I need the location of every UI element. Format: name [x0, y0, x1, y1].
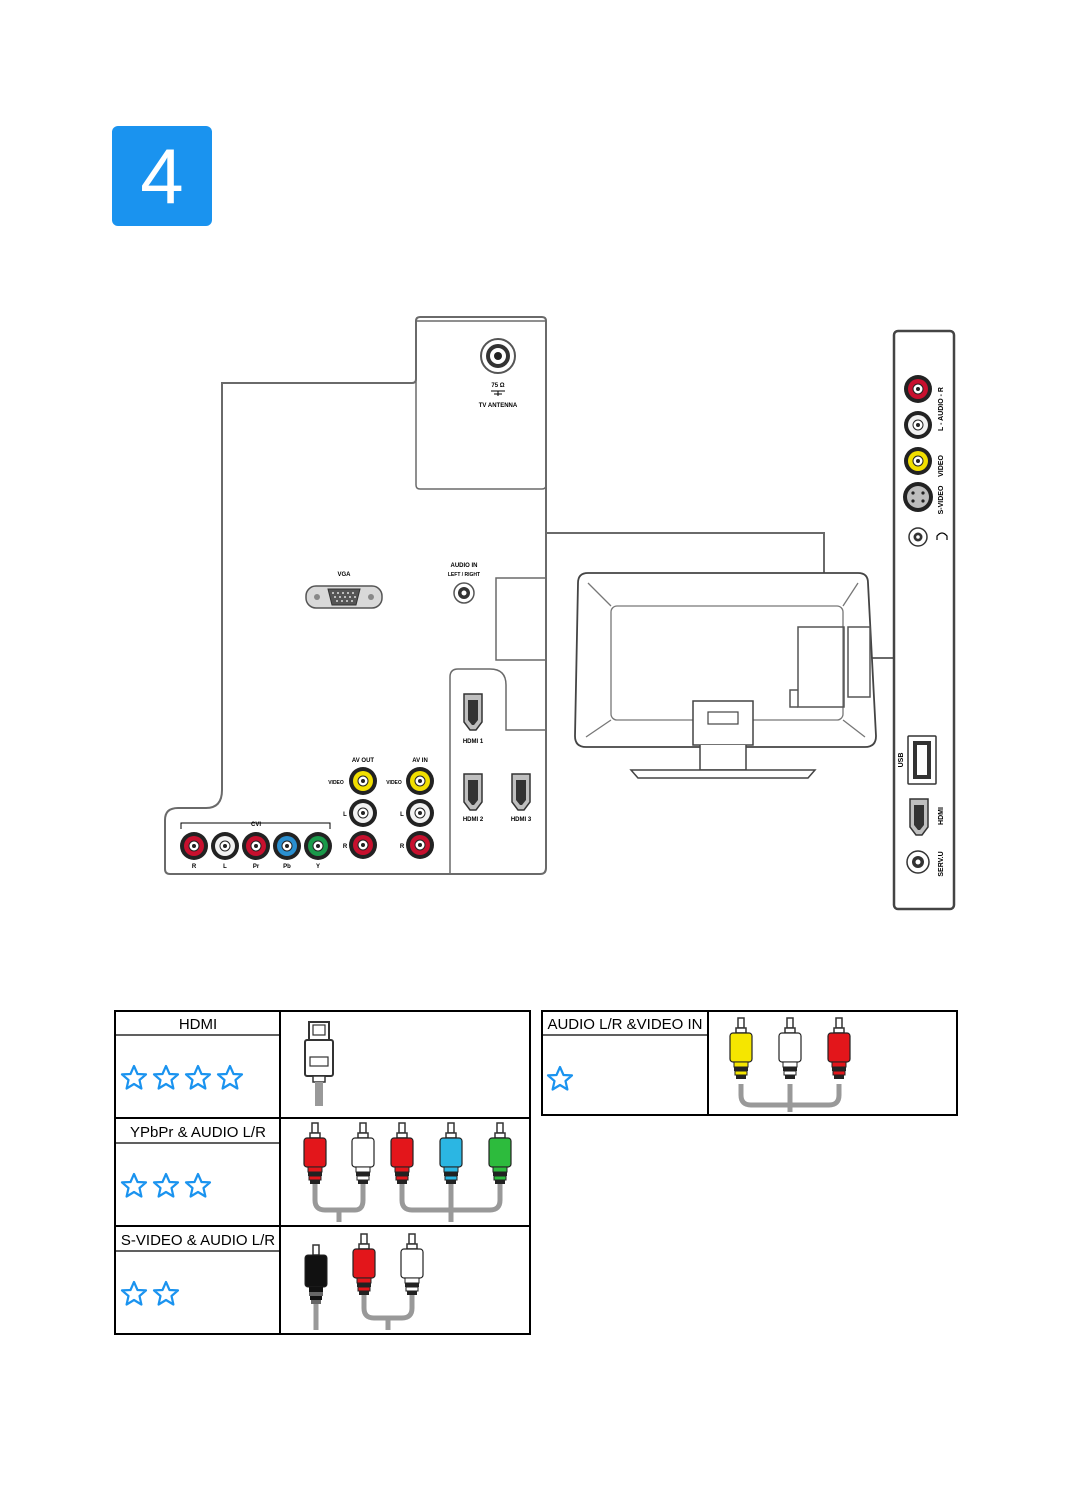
rca-jack-blue-icon: [273, 832, 301, 860]
rca-plug-icon: [488, 1122, 512, 1184]
rca-jack-red-icon: [242, 832, 270, 860]
star-icon: [152, 1064, 180, 1090]
rca-jack-red-icon: [180, 832, 208, 860]
headphone-jack-icon: [908, 527, 928, 547]
hdmi-port-icon: [463, 693, 483, 731]
composite-cable-icon: [738, 1084, 842, 1112]
rca-plug-icon: [303, 1122, 327, 1184]
audio-in-label: AUDIO IN: [451, 563, 478, 569]
tv-side-panel: L - AUDIO - R VIDEO S-VIDEO USB HDMI SER…: [892, 329, 956, 911]
av-in-video-label: VIDEO: [386, 780, 402, 786]
side-svideo-label: S-VIDEO: [938, 485, 945, 514]
star-icon: [152, 1280, 180, 1306]
rca-plug-icon: [778, 1017, 802, 1079]
rca-jack-white-icon: [211, 832, 239, 860]
star-icon: [120, 1172, 148, 1198]
connection-name-svideo: S-VIDEO & AUDIO L/R: [121, 1232, 275, 1249]
component-cable-icon: [312, 1180, 503, 1222]
hdmi-port-icon: [511, 773, 531, 811]
av-in-r-label: R: [400, 844, 405, 850]
antenna-ohm-label: 75 Ω: [491, 383, 504, 389]
hdmi1-label: HDMI 1: [463, 739, 484, 745]
connection-quality-table: HDMI YPbPr & AUDIO L/R S-VIDEO & AUDIO L…: [114, 1010, 958, 1335]
side-video-label: VIDEO: [938, 455, 945, 477]
rca-jack-white-icon: [349, 799, 377, 827]
svideo-audio-cable-icon: [304, 1244, 415, 1330]
rca-jack-red-icon: [349, 831, 377, 859]
av-out-r-label: R: [343, 844, 348, 850]
cvi-port-label: Pr: [253, 864, 260, 870]
av-out-video-label: VIDEO: [328, 780, 344, 786]
cvi-port-label: R: [192, 864, 197, 870]
hdmi-port-icon: [909, 798, 929, 836]
rca-plug-icon: [439, 1122, 463, 1184]
av-in-l-label: L: [400, 812, 404, 818]
side-serv-label: SERV.U: [938, 851, 945, 876]
rca-plug-icon: [351, 1122, 375, 1184]
rca-plug-icon: [827, 1017, 851, 1079]
star-icon: [152, 1172, 180, 1198]
quality-stars: [120, 1064, 244, 1090]
cvi-port-label: L: [223, 864, 227, 870]
rca-plug-icon: [352, 1233, 376, 1295]
star-icon: [184, 1172, 212, 1198]
av-in-label: AV IN: [412, 758, 428, 764]
service-port-icon: [906, 850, 930, 874]
rca-jack-yellow-icon: [406, 767, 434, 795]
rca-jack-white-icon: [904, 411, 932, 439]
antenna-label: TV ANTENNA: [479, 403, 518, 409]
rca-jack-yellow-icon: [349, 767, 377, 795]
side-hdmi-label: HDMI: [938, 807, 945, 825]
svideo-port-icon: [903, 482, 933, 512]
star-icon: [216, 1064, 244, 1090]
connection-name-ypbpr: YPbPr & AUDIO L/R: [130, 1124, 266, 1141]
antenna-connector-icon: [480, 338, 516, 374]
hdmi-cable-icon: [304, 1021, 334, 1106]
side-cutout: [495, 577, 546, 661]
hdmi-port-icon: [463, 773, 483, 811]
cvi-port-label: Y: [316, 864, 320, 870]
audio-jack-icon: [453, 582, 475, 604]
quality-stars: [120, 1172, 212, 1198]
rca-jack-red-icon: [406, 831, 434, 859]
audio-in-sublabel: LEFT / RIGHT: [448, 572, 480, 578]
quality-stars: [546, 1065, 574, 1091]
side-usb-label: USB: [898, 753, 905, 768]
tv-rear-view-icon: [574, 572, 877, 779]
star-icon: [120, 1064, 148, 1090]
tv-connection-diagram: 75 Ω TV ANTENNA VGA AUDIO IN LEFT / RIGH…: [164, 316, 956, 911]
usb-port-icon: [907, 735, 937, 785]
connection-name-av: AUDIO L/R &VIDEO IN: [547, 1016, 702, 1033]
av-out-l-label: L: [343, 812, 347, 818]
rca-jack-green-icon: [304, 832, 332, 860]
av-out-label: AV OUT: [352, 758, 375, 764]
cvi-label: CVI: [251, 822, 261, 828]
step-number-badge: 4: [112, 126, 212, 226]
side-audio-label: L - AUDIO - R: [938, 387, 945, 431]
rca-plug-icon: [400, 1233, 424, 1295]
rca-jack-white-icon: [406, 799, 434, 827]
quality-stars: [120, 1280, 180, 1306]
vga-label: VGA: [337, 572, 351, 578]
star-icon: [184, 1064, 212, 1090]
vga-port-icon: [305, 585, 383, 609]
headphone-icon: [936, 532, 948, 540]
antenna-panel: [415, 320, 547, 490]
rca-plug-icon: [390, 1122, 414, 1184]
rca-plug-icon: [729, 1017, 753, 1079]
star-icon: [120, 1280, 148, 1306]
hdmi-area: [449, 668, 546, 874]
star-icon: [546, 1065, 574, 1091]
rca-jack-red-icon: [904, 375, 932, 403]
rca-jack-yellow-icon: [904, 447, 932, 475]
cvi-port-label: Pb: [283, 864, 291, 870]
connection-name-hdmi: HDMI: [179, 1016, 217, 1033]
hdmi2-label: HDMI 2: [463, 817, 484, 823]
hdmi3-label: HDMI 3: [511, 817, 532, 823]
